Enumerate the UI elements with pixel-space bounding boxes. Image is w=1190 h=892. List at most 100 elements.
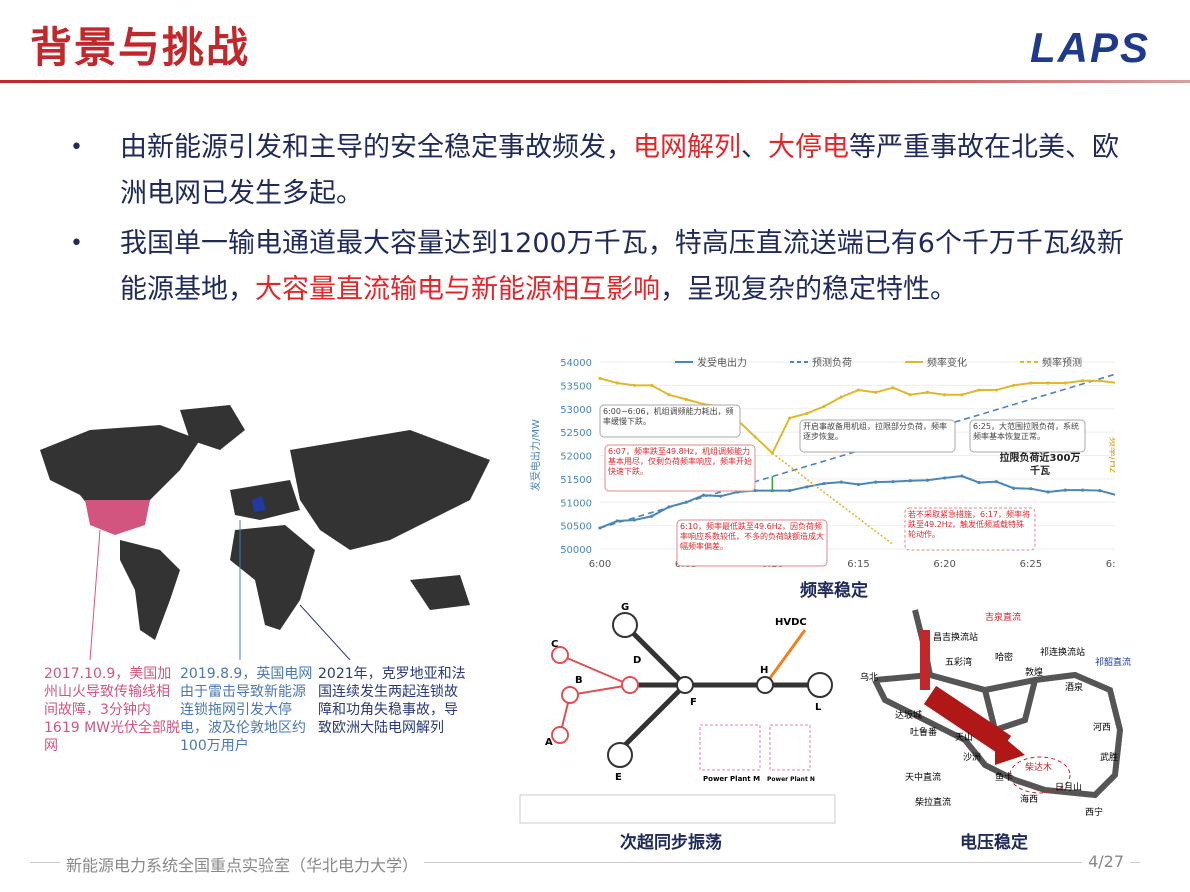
- station-label: 柴达木: [1025, 761, 1052, 773]
- y-axis-label: 发受电出力/MW: [529, 419, 542, 491]
- data-point: [960, 393, 964, 397]
- ssr-generator-nodes: [607, 612, 833, 768]
- title-divider: [0, 80, 1190, 83]
- x-tick-label: 6:30: [1106, 559, 1115, 570]
- series-line: [771, 452, 894, 545]
- legend-label: 频率预测: [1042, 356, 1082, 369]
- laps-logo: LAPS: [1029, 24, 1150, 71]
- data-point: [891, 386, 895, 390]
- us-pointer-line: [89, 529, 101, 660]
- data-point: [1063, 488, 1067, 492]
- y-tick-label: 54000: [560, 358, 592, 369]
- bullet-text: 由新能源引发和主导的安全稳定事故频发，电网解列、大停电等严重事故在北美、欧洲电网…: [120, 125, 1130, 217]
- annotation: 若不采取紧急措施，6:17，频率将跌至49.2Hz，触发低频减载特殊轮动作。: [908, 510, 1030, 539]
- text-run: ，呈现复杂的稳定特性。: [660, 274, 957, 305]
- power-plant-m-label: Power Plant M: [703, 775, 760, 783]
- data-point: [805, 411, 809, 416]
- station-label: 武胜: [1100, 751, 1118, 763]
- ssr-legend-box: [519, 794, 836, 824]
- station-label: 天中直流: [905, 771, 941, 783]
- station-label: 柴拉直流: [915, 796, 951, 808]
- annotation-text: 6:25，大范围拉限负荷，系统频率基本恢复正常。: [973, 422, 1079, 441]
- voltage-title: 电压稳定: [960, 833, 1028, 853]
- station-label: 海西: [1020, 793, 1038, 805]
- data-point: [874, 390, 878, 394]
- highlight-text: 大容量直流输电与新能源相互影响: [255, 274, 660, 305]
- usa-highlight: [85, 500, 150, 535]
- node-g-label: G: [621, 602, 629, 613]
- annotation-text: 拉限负荷近300万千瓦: [999, 453, 1081, 477]
- data-point: [874, 480, 878, 484]
- data-point: [977, 481, 981, 485]
- data-point: [1080, 379, 1085, 383]
- greenland-shape: [180, 405, 245, 450]
- power-flow-arrow-icon: [923, 685, 1012, 755]
- station-label: 酒泉: [1065, 681, 1083, 693]
- africa-shape: [230, 525, 315, 630]
- data-point: [701, 493, 705, 497]
- data-point: [908, 479, 912, 483]
- station-label: 五彩湾: [945, 656, 972, 668]
- voltage-network-diagram: 吉泉直流 祁韶直流 天中直流 柴拉直流 哈密 乌北 五彩湾 昌吉换流站 达坂城 …: [860, 609, 1131, 818]
- data-point: [822, 404, 826, 409]
- station-label: 昌吉换流站: [933, 631, 978, 643]
- bullet-text: 我国单一输电通道最大容量达到1200万千瓦，特高压直流送端已有6个千万千瓦级新能…: [120, 221, 1130, 313]
- x-tick-label: 6:25: [1020, 559, 1042, 570]
- data-point: [925, 390, 930, 394]
- data-point: [943, 476, 947, 480]
- legend-label: 频率变化: [927, 356, 967, 369]
- y-tick-label: 52500: [560, 428, 592, 439]
- data-point: [856, 388, 861, 392]
- station-label: 天山: [955, 732, 973, 743]
- y2-axis-label: 频率/Hz: [1107, 437, 1115, 473]
- footer-lab: 新能源电力系统全国重点实验室（华北电力大学）: [60, 852, 425, 876]
- text-run: 由新能源引发和主导的安全稳定事故频发，: [120, 132, 633, 163]
- slide-title: 背景与挑战: [30, 23, 251, 72]
- data-point: [1063, 381, 1067, 385]
- bullet-item: • 我国单一输电通道最大容量达到1200万千瓦，特高压直流送端已有6个千万千瓦级新…: [70, 221, 1130, 313]
- annotation-text: 开启事故备用机组，拉限部分负荷，频率逐步恢复。: [803, 422, 947, 441]
- annotation-text: 6:10，频率最低跌至49.6Hz，因负荷频率响应系数较低，不多的负荷缺额造成大…: [680, 522, 824, 551]
- station-label: 河西: [1093, 721, 1111, 733]
- y-tick-label: 50500: [560, 522, 592, 533]
- data-point: [684, 397, 688, 401]
- data-point: [839, 480, 843, 484]
- power-plant-m-box: [699, 724, 761, 771]
- caption-europe: 2021年，克罗地亚和法国连续发生两起连锁故障和功角失稳事故，导致欧洲大陆电网解…: [318, 666, 466, 736]
- y-tick-label: 53500: [560, 381, 592, 392]
- station-label: 吉泉直流: [985, 611, 1021, 623]
- ssr-main-lines: [618, 623, 820, 752]
- qaidam-highlight: [1009, 756, 1071, 794]
- station-label: 祁韶直流: [1095, 656, 1131, 668]
- ssr-network-diagram: G C B A D F H L E HVDC Power Plant M Pow…: [519, 602, 836, 824]
- station-label: 沙洲: [963, 752, 981, 763]
- hvdc-label: HVDC: [775, 617, 807, 628]
- data-point: [1029, 381, 1033, 385]
- ssr-title: 次超同步振荡: [620, 833, 722, 853]
- bullet-dot: •: [70, 135, 83, 160]
- node-f-label: F: [690, 697, 697, 708]
- station-label: 吐鲁番: [910, 726, 937, 738]
- legend-label: 发受电出力: [697, 356, 747, 369]
- y-tick-label: 53000: [560, 405, 592, 416]
- annotation: 6:07，频率跌至49.8Hz，机组调频能力基本用尽，仅剩负荷频率响应，频率开始…: [608, 447, 752, 476]
- data-point: [787, 488, 792, 493]
- y-tick-label: 52000: [560, 452, 592, 463]
- annotation-box: [904, 507, 1036, 551]
- chart-title: 频率稳定: [800, 581, 868, 601]
- frequency-chart: 5000050500510005150052000525005300053500…: [529, 356, 1115, 570]
- caption-uk: 2019.8.9，英国电网由于雷击导致新能源连锁拖网引发大停电，波及伦敦地区约1…: [180, 666, 313, 754]
- data-point: [719, 494, 723, 498]
- data-point: [1080, 488, 1085, 492]
- y-tick-label: 50000: [560, 545, 592, 556]
- data-point: [908, 393, 912, 397]
- north-america-shape: [40, 425, 200, 520]
- bullet-dot: •: [70, 231, 83, 256]
- data-point: [1046, 381, 1050, 385]
- station-label: 日月山: [1055, 782, 1082, 793]
- y-tick-label: 51500: [560, 475, 592, 486]
- data-point: [839, 395, 843, 399]
- data-point: [805, 485, 809, 489]
- annotation: 6:10，频率最低跌至49.6Hz，因负荷频率响应系数较低，不多的负荷缺额造成大…: [680, 522, 824, 551]
- data-point: [650, 514, 654, 518]
